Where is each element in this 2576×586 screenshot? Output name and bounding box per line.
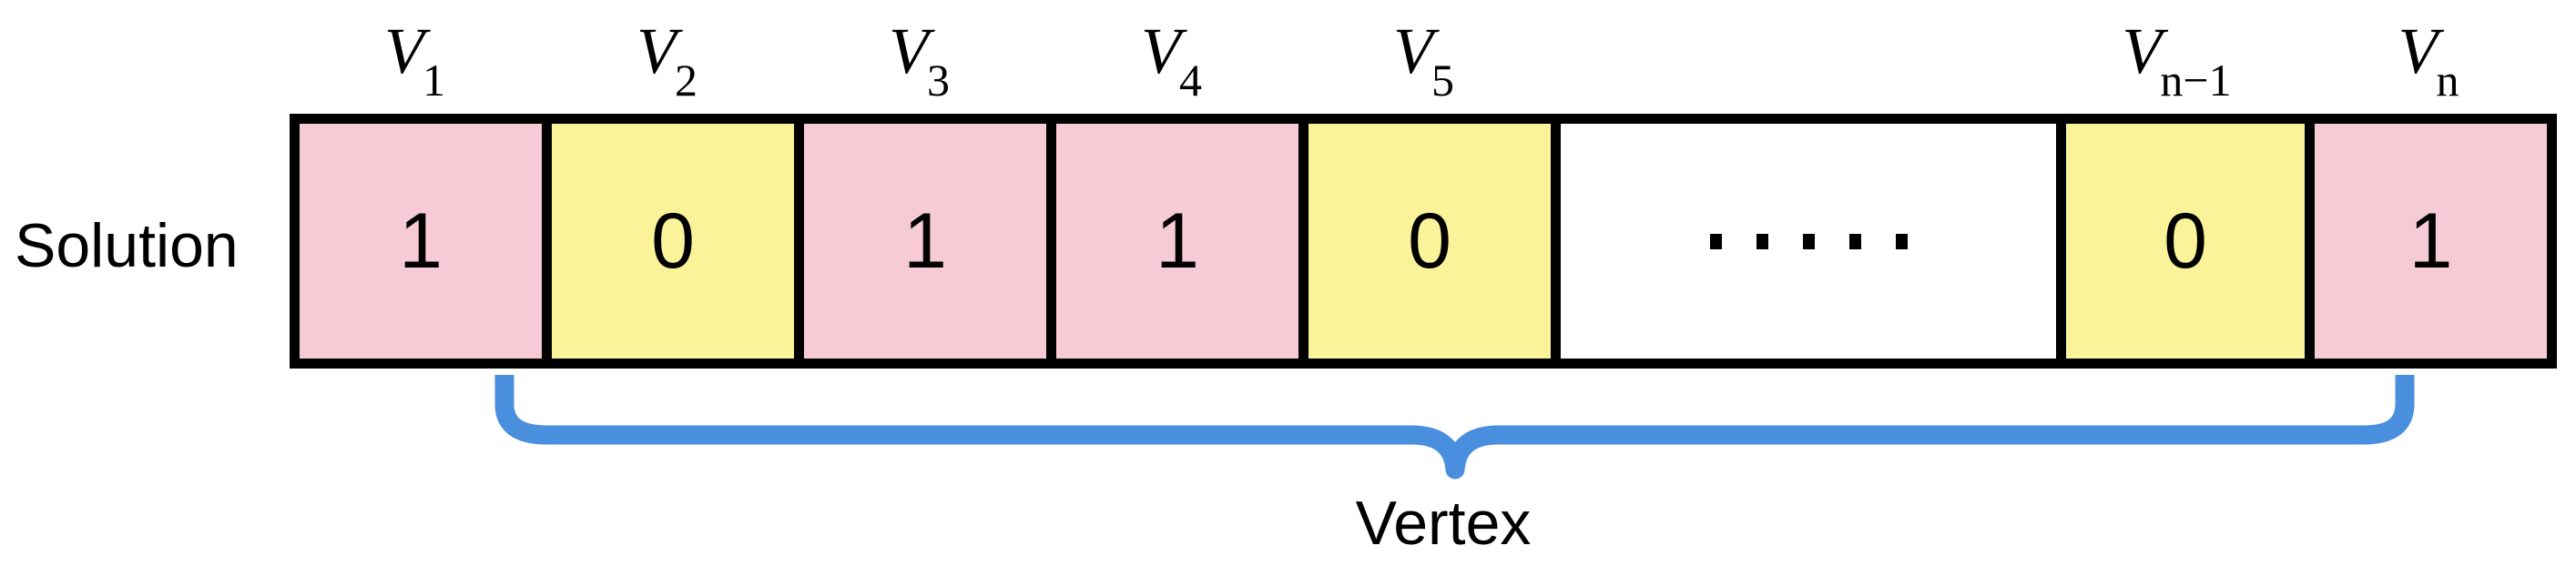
solution-cell-omitted-range bbox=[1561, 124, 2066, 359]
vertex-header-v1-subscript: 1 bbox=[422, 55, 445, 106]
solution-cell-vn[interactable]: 1 bbox=[2315, 124, 2547, 359]
solution-cell-vn-minus-1-value: 0 bbox=[2164, 197, 2207, 285]
solution-cell-v4-value: 1 bbox=[1156, 197, 1199, 285]
vertex-header-v5-subscript: 5 bbox=[1431, 55, 1454, 106]
vertex-header-v2: V2 bbox=[542, 5, 794, 106]
brace-shape bbox=[494, 375, 2415, 480]
vertex-header-vn-base: V bbox=[2398, 15, 2439, 87]
solution-cell-v5-value: 0 bbox=[1408, 197, 1451, 285]
vertex-brace-caption: Vertex bbox=[1355, 489, 1532, 558]
vertex-header-v3-base: V bbox=[889, 15, 929, 87]
solution-cell-v2[interactable]: 0 bbox=[552, 124, 804, 359]
vertex-header-v2-base: V bbox=[636, 15, 677, 87]
solution-cell-v4[interactable]: 1 bbox=[1056, 124, 1308, 359]
solution-cell-vn-minus-1[interactable]: 0 bbox=[2066, 124, 2315, 359]
vertex-header-v4-base: V bbox=[1141, 15, 1181, 87]
vertex-header-v4-subscript: 4 bbox=[1178, 55, 1202, 106]
vertex-header-vn-minus-1-subscript: n−1 bbox=[2160, 55, 2232, 106]
vertex-header-v3-subscript: 3 bbox=[926, 55, 950, 106]
solution-cell-v1[interactable]: 1 bbox=[300, 124, 552, 359]
vertex-span-brace bbox=[492, 375, 2418, 484]
vertex-header-v5-base: V bbox=[1393, 15, 1433, 87]
vertex-header-vn-minus-1-base: V bbox=[2122, 15, 2163, 87]
vertex-header-v4: V4 bbox=[1046, 5, 1298, 106]
ellipsis-icon bbox=[1709, 233, 1908, 249]
vertex-header-v2-subscript: 2 bbox=[674, 55, 697, 106]
solution-cell-v5[interactable]: 0 bbox=[1308, 124, 1561, 359]
vertex-header-v5: V5 bbox=[1298, 5, 1551, 106]
vertex-header-vn-subscript: n bbox=[2436, 55, 2459, 106]
vertex-header-vn-minus-1: Vn−1 bbox=[2053, 5, 2302, 106]
vertex-header-v3: V3 bbox=[794, 5, 1046, 106]
vertex-header-v1-base: V bbox=[384, 15, 424, 87]
solution-cell-v1-value: 1 bbox=[399, 197, 443, 285]
solution-cell-vn-value: 1 bbox=[2408, 197, 2453, 285]
vertex-header-vn: Vn bbox=[2302, 5, 2557, 106]
solution-row-label: Solution bbox=[15, 211, 239, 280]
solution-bit-strip: 1 0 1 1 0 0 1 bbox=[290, 114, 2557, 369]
vertex-header-v1: V1 bbox=[290, 5, 542, 106]
solution-cell-v3[interactable]: 1 bbox=[804, 124, 1056, 359]
solution-cell-v3-value: 1 bbox=[903, 197, 947, 285]
solution-cell-v2-value: 0 bbox=[651, 197, 695, 285]
